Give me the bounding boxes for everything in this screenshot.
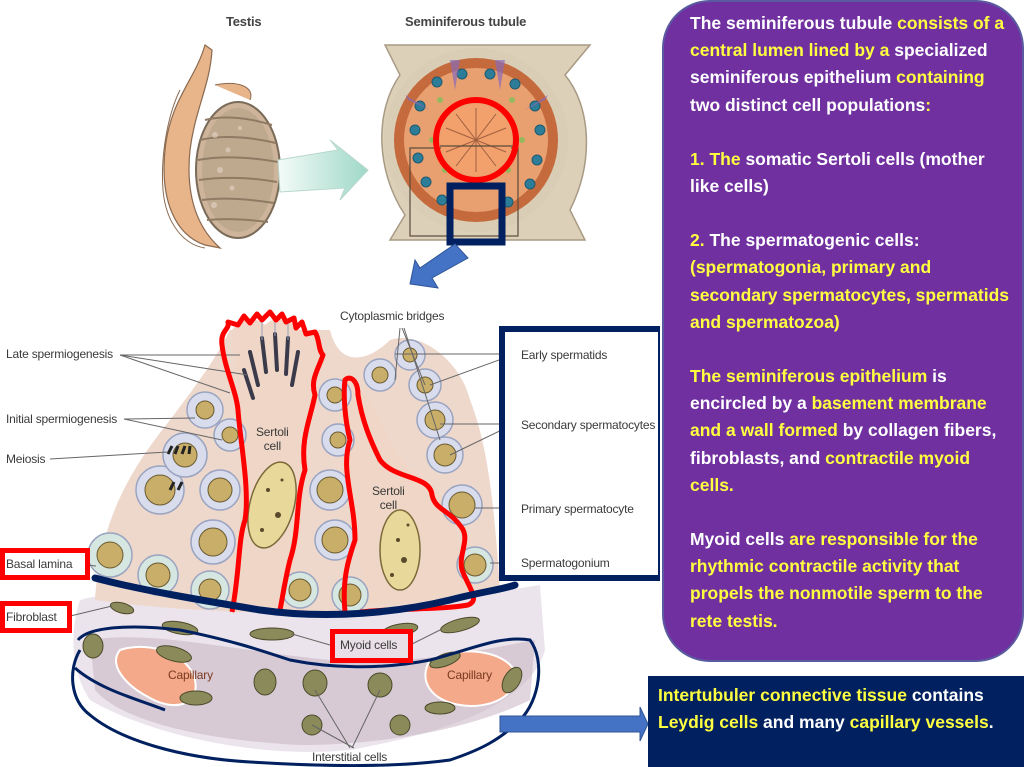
interstitial-cells-label: Interstitial cells xyxy=(312,750,388,764)
text-run: The seminiferous epithelium xyxy=(690,366,933,387)
seminiferous-tubule-label: Seminiferous tubule xyxy=(405,14,527,29)
epithelium-highlight-square xyxy=(446,182,506,246)
initial-spermiogenesis-label: Initial spermiogenesis xyxy=(6,412,117,426)
flow-arrow-icon xyxy=(277,139,369,201)
myoid-cells-label: Myoid cells xyxy=(340,638,398,652)
spermatogonium-label: Spermatogonium xyxy=(521,556,610,570)
text-run: : xyxy=(925,94,932,115)
text-run: The spermatogenic cells: xyxy=(709,230,920,251)
text-run: (spermatogonia, primary and secondary sp… xyxy=(690,257,1010,332)
text-run: Intertubuler connective tissue xyxy=(658,685,912,705)
text-run: capillary vessels xyxy=(849,712,989,732)
testis-diagram xyxy=(49,44,660,767)
zoom-arrow-icon xyxy=(409,243,469,289)
germ-cell-nuclei xyxy=(96,347,487,607)
info-paragraph-epithelium: The seminiferous epithelium is encircled… xyxy=(690,363,1010,499)
info-paragraph-intro: The seminiferous tubule consists of a ce… xyxy=(690,10,1010,119)
basal-lamina-label: Basal lamina xyxy=(6,557,73,571)
info-panel-text: The seminiferous tubule consists of a ce… xyxy=(690,10,1010,662)
myoid-cells-highlight-box xyxy=(330,629,413,663)
text-run: contractile myoid cells. xyxy=(690,447,971,495)
sertoli-cell-label-2: Sertoli cell xyxy=(372,484,405,512)
text-run: two distinct cell populations xyxy=(690,94,926,115)
early-spermatids-label: Early spermatids xyxy=(521,348,608,362)
late-spermiogenesis-label: Late spermiogenesis xyxy=(6,347,113,361)
text-run: 2. xyxy=(690,230,710,251)
primary-spermatocyte-label: Primary spermatocyte xyxy=(521,502,634,516)
info-panel xyxy=(662,0,1024,662)
text-run: . xyxy=(988,712,994,732)
fibroblast-label: Fibroblast xyxy=(6,610,57,624)
connective-tissue-cells xyxy=(82,601,523,736)
text-run: is encircled by a xyxy=(690,366,947,414)
text-run: and many xyxy=(758,712,850,732)
secondary-spermatocytes-label: Secondary spermatocytes xyxy=(521,418,656,432)
seminiferous-tubule-illustration xyxy=(381,44,592,241)
text-run: The seminiferous tubule xyxy=(690,13,898,33)
info-paragraph-sertoli: 1. The somatic Sertoli cells (mother lik… xyxy=(690,146,1010,200)
connective-arrow-icon xyxy=(499,706,649,742)
leader-lines xyxy=(49,327,511,749)
sertoli-cell-label-1: Sertoli cell xyxy=(256,425,289,453)
cell-types-highlight-box xyxy=(499,326,660,581)
basal-lamina-highlight xyxy=(91,574,519,618)
info-paragraph-spermatogenic: 2. The spermatogenic cells: (spermatogon… xyxy=(690,227,1010,336)
text-run: Myoid cells xyxy=(690,529,790,550)
connective-tissue-text: Intertubuler connective tissue contains … xyxy=(658,682,1018,736)
fibroblast-highlight-box xyxy=(0,601,72,633)
testis-label: Testis xyxy=(226,14,262,29)
text-run: containing xyxy=(896,67,985,88)
text-run: by collagen fibers, fibroblasts, and xyxy=(690,420,997,468)
text-run: consists of a central lumen lined by a xyxy=(690,13,1005,61)
meiosis-label: Meiosis xyxy=(6,452,46,466)
text-run: are responsible for the rhythmic contrac… xyxy=(690,529,983,631)
text-run: basement membrane and a wall formed xyxy=(690,393,987,441)
text-run: contains xyxy=(911,685,984,705)
testis-illustration xyxy=(161,44,281,250)
basal-lamina-highlight-box xyxy=(0,548,90,580)
interstitial-highlight-loop xyxy=(71,625,541,767)
connective-tissue-panel xyxy=(648,676,1024,767)
text-run: somatic Sertoli cells (mother like cells… xyxy=(690,148,985,197)
meiosis-chromosomes xyxy=(166,445,192,491)
text-run: 1. The xyxy=(690,148,746,169)
capillary-left-label: Capillary xyxy=(168,668,213,682)
capillary-right-label: Capillary xyxy=(447,668,492,682)
info-paragraph-myoid: Myoid cells are responsible for the rhyt… xyxy=(690,526,1010,635)
text-run: Leydig cells xyxy=(658,712,759,732)
cytoplasmic-bridges-label: Cytoplasmic bridges xyxy=(340,309,445,323)
lumen-highlight-circle xyxy=(433,97,519,183)
text-run: specialized seminiferous epithelium xyxy=(690,40,988,88)
